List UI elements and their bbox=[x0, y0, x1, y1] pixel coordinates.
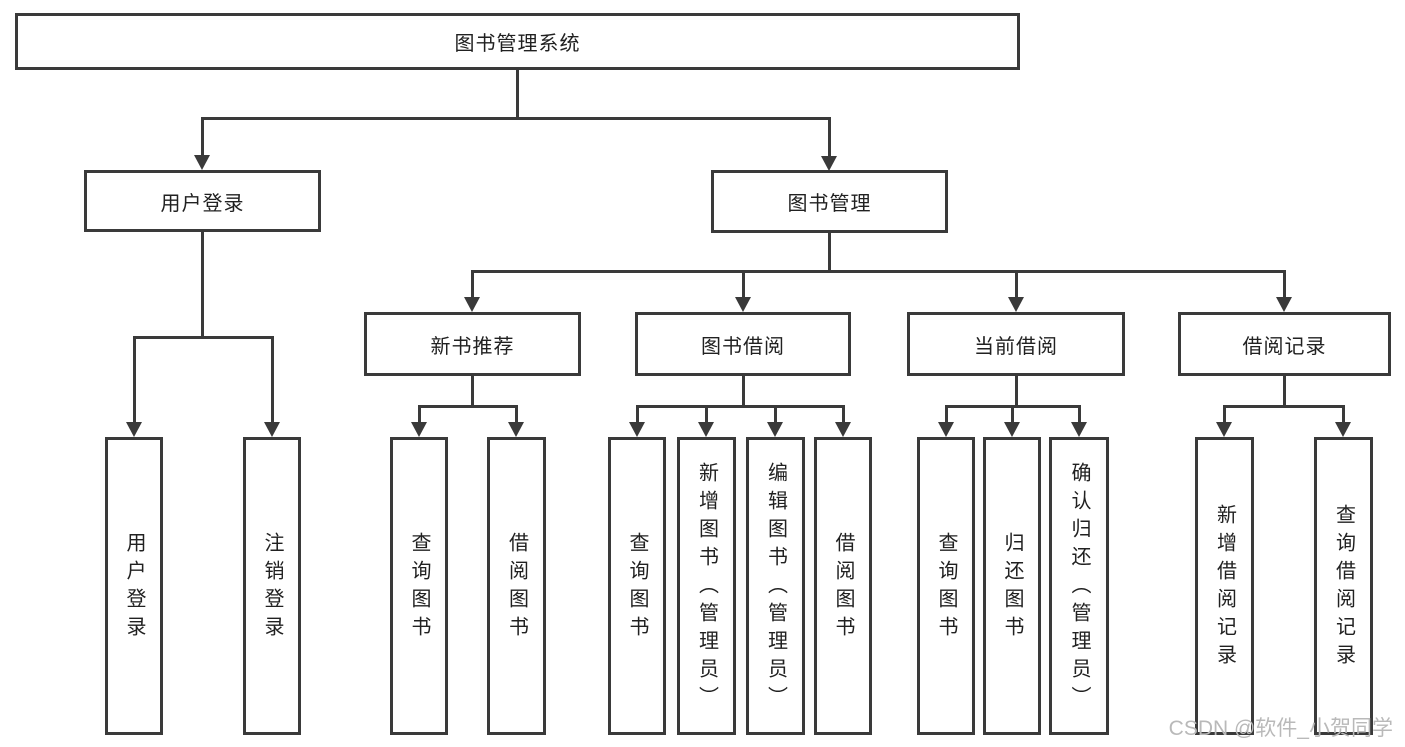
connector-line bbox=[471, 270, 474, 299]
connector-line bbox=[201, 117, 831, 120]
node-leaf-add-borrow-record: 新增借阅记录 bbox=[1195, 437, 1254, 735]
connector-line bbox=[636, 405, 845, 408]
arrow-down-icon bbox=[1216, 422, 1232, 437]
connector-line bbox=[1015, 376, 1018, 407]
node-label: 当前借阅 bbox=[974, 335, 1058, 358]
connector-line bbox=[471, 376, 474, 407]
node-user-login: 用户登录 bbox=[84, 170, 321, 232]
arrow-down-icon bbox=[821, 156, 837, 171]
connector-line bbox=[201, 117, 204, 156]
connector-line bbox=[471, 270, 1286, 273]
node-borrowing-records: 借阅记录 bbox=[1178, 312, 1391, 376]
arrow-down-icon bbox=[1008, 297, 1024, 312]
node-label: 查询图书 bbox=[935, 532, 957, 644]
connector-line bbox=[945, 405, 948, 424]
arrow-down-icon bbox=[698, 422, 714, 437]
arrow-down-icon bbox=[194, 155, 210, 170]
connector-line bbox=[1283, 270, 1286, 299]
node-leaf-confirm-return-admin: 确认归还（管理员） bbox=[1049, 437, 1109, 735]
connector-line bbox=[705, 405, 708, 424]
connector-line bbox=[1078, 405, 1081, 424]
node-leaf-borrow-book: 借阅图书 bbox=[814, 437, 872, 735]
arrow-down-icon bbox=[411, 422, 427, 437]
node-leaf-user-login: 用户登录 bbox=[105, 437, 163, 735]
node-book-borrowing: 图书借阅 bbox=[635, 312, 851, 376]
arrow-down-icon bbox=[629, 422, 645, 437]
connector-line bbox=[742, 270, 745, 299]
connector-line bbox=[1011, 405, 1014, 424]
connector-line bbox=[515, 405, 518, 424]
node-label: 用户登录 bbox=[123, 532, 145, 644]
node-label: 借阅图书 bbox=[832, 532, 854, 644]
arrow-down-icon bbox=[126, 422, 142, 437]
connector-line bbox=[842, 405, 845, 424]
node-leaf-return-book: 归还图书 bbox=[983, 437, 1041, 735]
arrow-down-icon bbox=[1071, 422, 1087, 437]
connector-line bbox=[1342, 405, 1345, 424]
arrow-down-icon bbox=[767, 422, 783, 437]
node-leaf-query-book-recommend: 查询图书 bbox=[390, 437, 448, 735]
node-leaf-borrow-book-recommend: 借阅图书 bbox=[487, 437, 546, 735]
connector-line bbox=[418, 405, 518, 408]
node-label: 归还图书 bbox=[1001, 532, 1023, 644]
connector-line bbox=[1223, 405, 1345, 408]
connector-line bbox=[1223, 405, 1226, 424]
node-label: 新增图书（管理员） bbox=[695, 462, 718, 714]
node-label: 借阅记录 bbox=[1242, 335, 1327, 358]
node-leaf-query-borrow-record: 查询借阅记录 bbox=[1314, 437, 1373, 735]
connector-line bbox=[828, 117, 831, 157]
node-label: 查询图书 bbox=[408, 532, 430, 644]
node-library-management-system: 图书管理系统 bbox=[15, 13, 1020, 70]
connector-line bbox=[1283, 376, 1286, 407]
arrow-down-icon bbox=[1004, 422, 1020, 437]
node-label: 编辑图书（管理员） bbox=[764, 462, 787, 714]
connector-line bbox=[201, 232, 204, 339]
connector-line bbox=[133, 336, 274, 339]
connector-line bbox=[1015, 270, 1018, 299]
arrow-down-icon bbox=[1335, 422, 1351, 437]
connector-line bbox=[133, 336, 136, 424]
node-label: 注销登录 bbox=[261, 532, 283, 644]
arrow-down-icon bbox=[1276, 297, 1292, 312]
watermark-text: CSDN @软件_小贺同学 bbox=[1168, 717, 1393, 740]
node-label: 借阅图书 bbox=[505, 532, 528, 644]
connector-line bbox=[271, 336, 274, 424]
node-new-book-recommendation: 新书推荐 bbox=[364, 312, 581, 376]
arrow-down-icon bbox=[508, 422, 524, 437]
node-leaf-query-book-current: 查询图书 bbox=[917, 437, 975, 735]
node-current-borrowing: 当前借阅 bbox=[907, 312, 1125, 376]
arrow-down-icon bbox=[264, 422, 280, 437]
node-leaf-edit-book-admin: 编辑图书（管理员） bbox=[746, 437, 805, 735]
node-label: 新增借阅记录 bbox=[1213, 504, 1236, 672]
node-label: 图书借阅 bbox=[701, 335, 785, 358]
node-label: 确认归还（管理员） bbox=[1068, 462, 1090, 714]
arrow-down-icon bbox=[464, 297, 480, 312]
arrow-down-icon bbox=[835, 422, 851, 437]
arrow-down-icon bbox=[938, 422, 954, 437]
node-book-management: 图书管理 bbox=[711, 170, 948, 233]
node-label: 图书管理系统 bbox=[454, 33, 581, 55]
connector-line bbox=[742, 376, 745, 407]
connector-line bbox=[636, 405, 639, 424]
connector-line bbox=[828, 233, 831, 273]
connector-line bbox=[516, 70, 519, 120]
node-label: 新书推荐 bbox=[430, 335, 515, 358]
node-leaf-add-book-admin: 新增图书（管理员） bbox=[677, 437, 736, 735]
arrow-down-icon bbox=[735, 297, 751, 312]
node-label: 查询借阅记录 bbox=[1332, 504, 1355, 672]
node-label: 图书管理 bbox=[787, 193, 872, 215]
node-label: 查询图书 bbox=[626, 532, 648, 644]
connector-line bbox=[774, 405, 777, 424]
node-leaf-logout: 注销登录 bbox=[243, 437, 301, 735]
node-leaf-query-book-borrowing: 查询图书 bbox=[608, 437, 666, 735]
node-label: 用户登录 bbox=[160, 192, 245, 215]
connector-line bbox=[418, 405, 421, 424]
